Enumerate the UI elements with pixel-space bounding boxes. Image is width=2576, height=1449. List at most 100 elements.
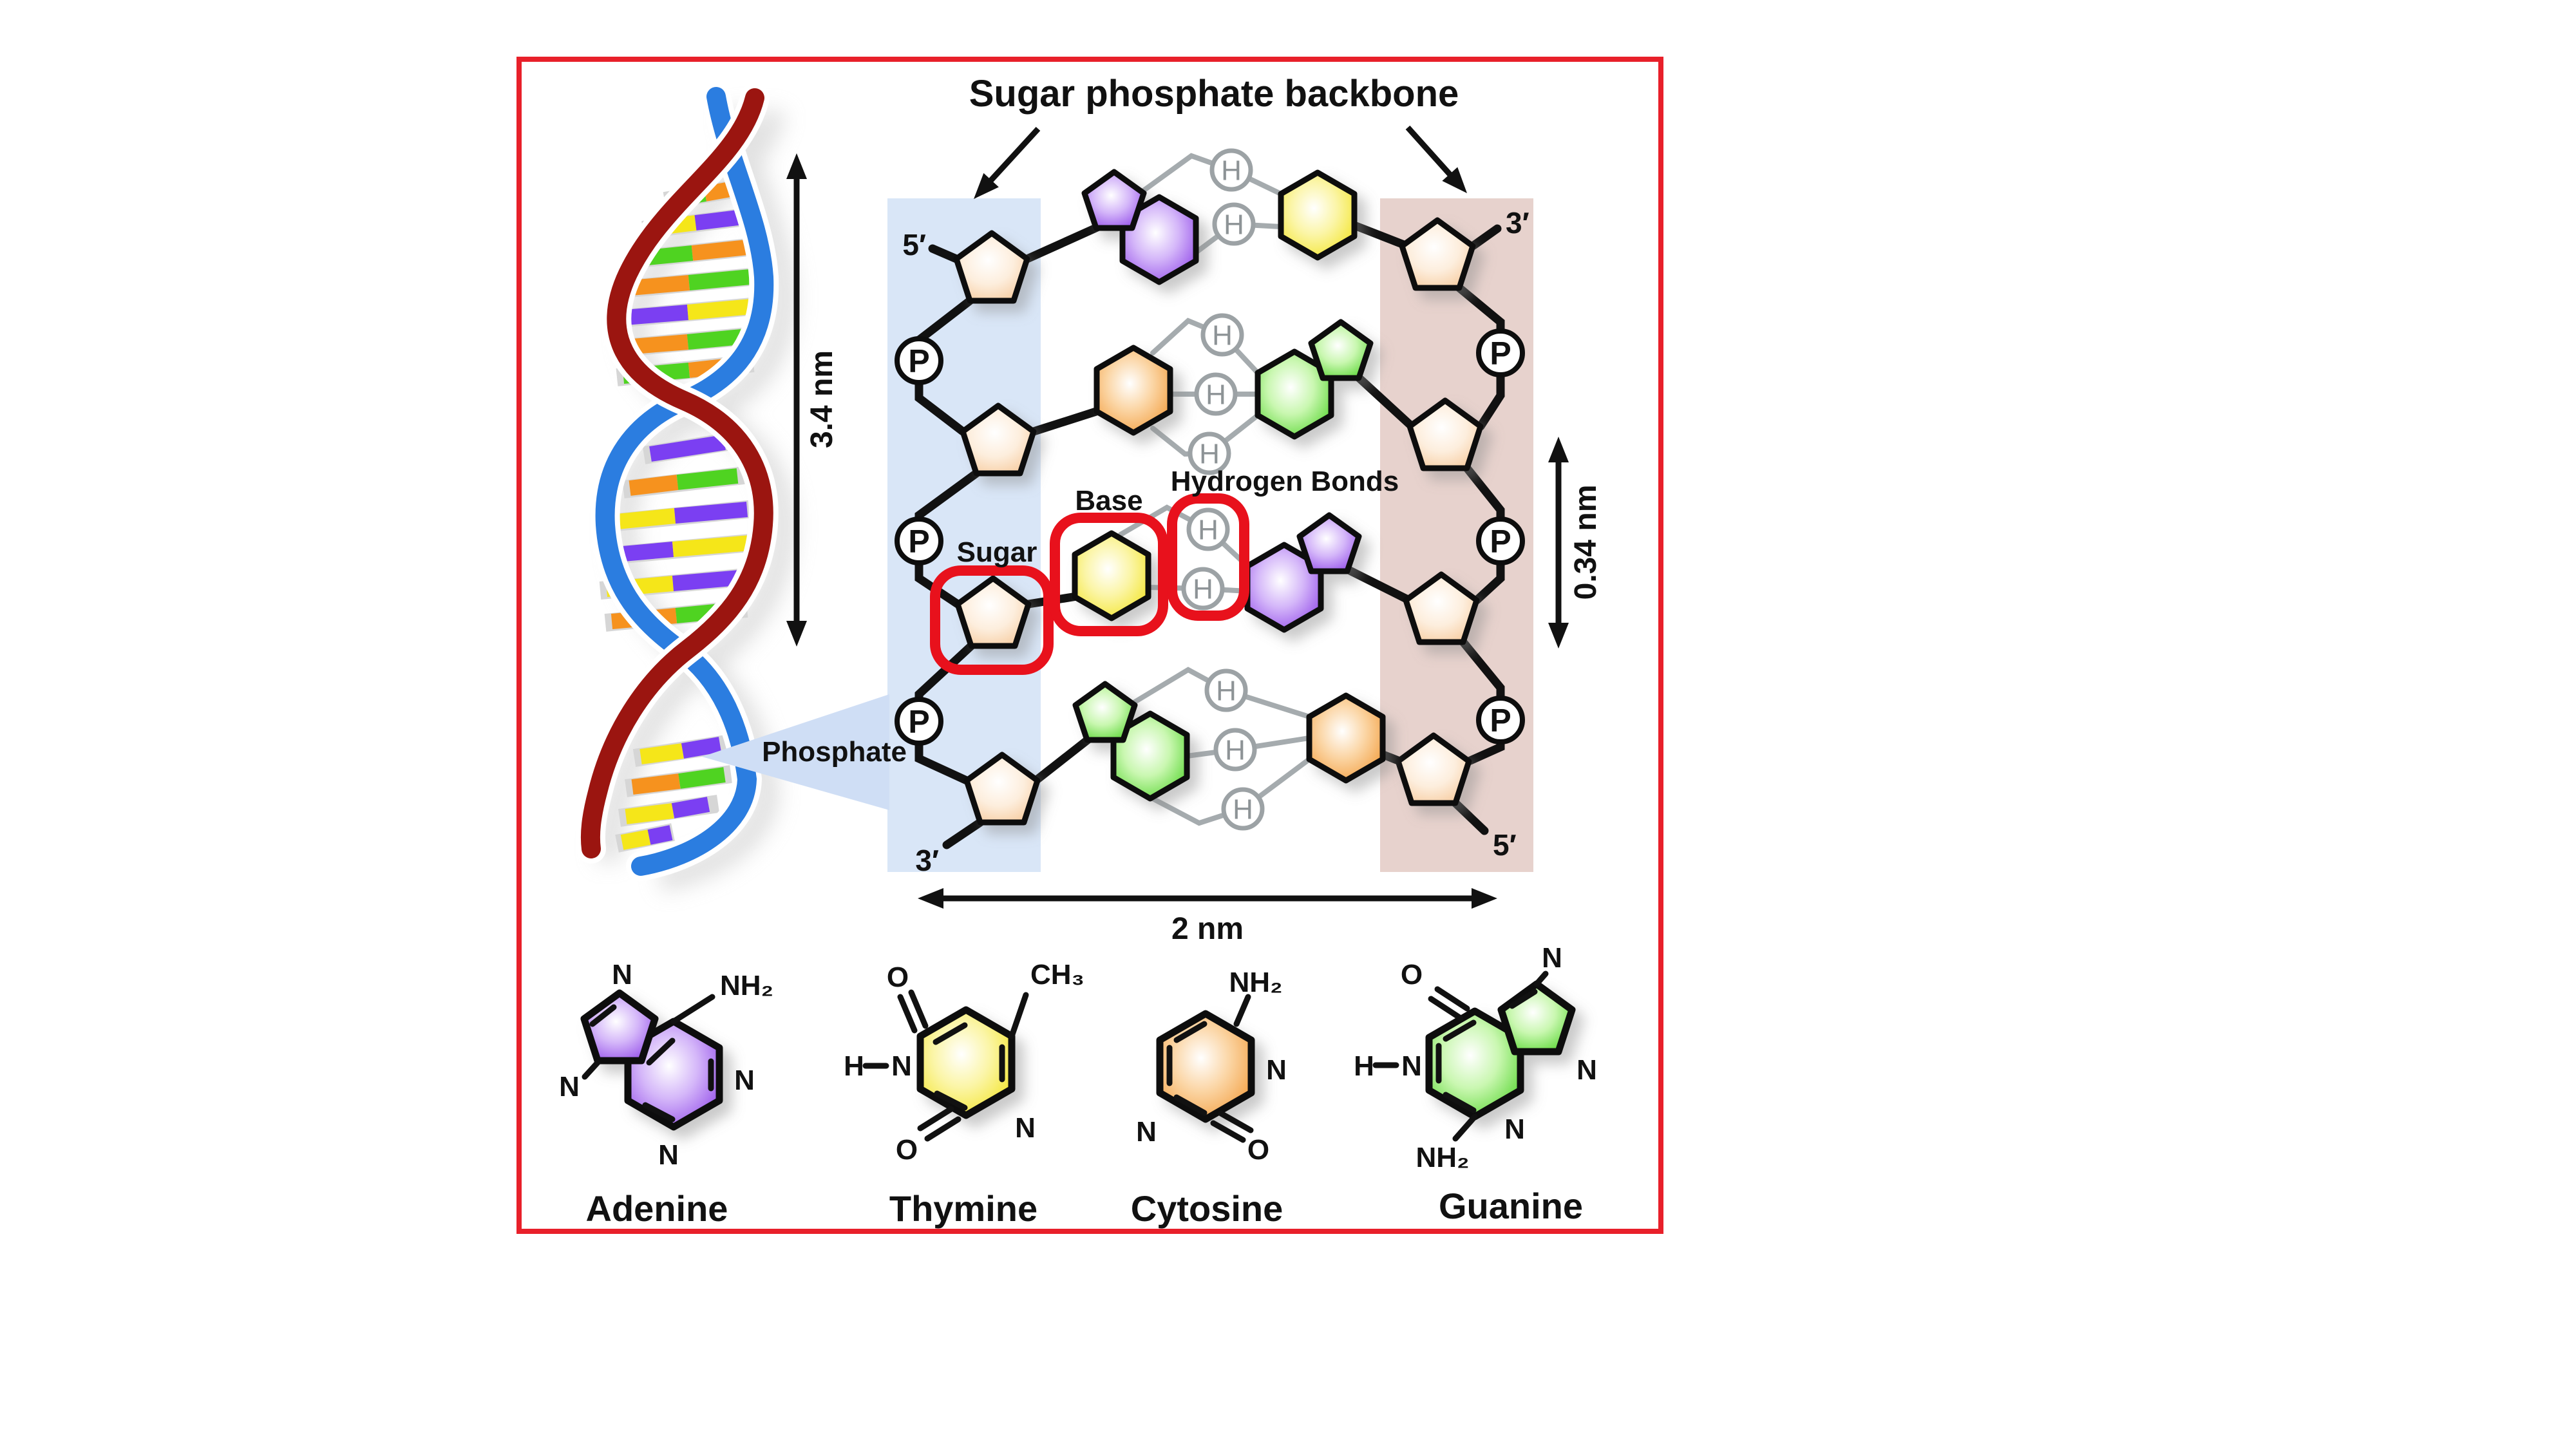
cytosine-n-right: N	[1266, 1054, 1287, 1086]
h-label: H	[1198, 514, 1218, 545]
phosphate-atoms: P P P P P P	[895, 328, 1525, 746]
phosphate-callout-wedge	[702, 694, 889, 810]
sugar-left-2	[960, 402, 1037, 477]
thymine-bonds	[862, 989, 1029, 1142]
cytosine-ring	[1156, 1010, 1255, 1123]
adenine-n-bottom: N	[658, 1139, 679, 1171]
h-label: H	[1221, 155, 1242, 186]
p-circle: P	[1476, 516, 1525, 565]
h-label: H	[1193, 573, 1213, 605]
thymine-methyl: CH₃	[1030, 959, 1084, 990]
sugar-right-4	[1395, 732, 1472, 806]
arrowhead-down	[1548, 623, 1569, 649]
rung-3-thymine-adenine	[1072, 512, 1362, 633]
diameter-measure: 2 nm	[918, 888, 1497, 946]
molecule-adenine: N NH₂ N N N Adenine	[559, 959, 773, 1229]
thymine-hexagon	[1278, 169, 1358, 261]
h-label: H	[1206, 379, 1226, 410]
h-circle: H	[1213, 728, 1257, 772]
adenine-pentagon	[1296, 512, 1362, 574]
base-spacing-label: 0.34 nm	[1569, 485, 1603, 600]
dna-double-helix	[575, 82, 797, 892]
sugar-left-1	[953, 230, 1030, 304]
arrowhead-down	[786, 621, 807, 647]
adenine-n-top: N	[612, 959, 632, 990]
hydrogen-bonds-highlight-box	[1167, 493, 1249, 621]
cytosine-bonds	[1166, 994, 1254, 1143]
right-bottom-end-label: 5′	[1493, 828, 1517, 862]
guanine-amino: NH₂	[1416, 1142, 1469, 1173]
hydrogen-bond-atoms: H H H H H H H H H H	[1181, 148, 1265, 831]
helix-turn-measure: 3.4 nm	[786, 153, 839, 647]
p-label: P	[1490, 336, 1511, 372]
h-circle: H	[1204, 668, 1248, 712]
sugar-pentagons	[953, 217, 1484, 826]
title-arrow-left	[974, 173, 999, 199]
helix-turn-label: 3.4 nm	[805, 350, 839, 448]
p-label: P	[1490, 524, 1511, 560]
arrowhead-up	[786, 153, 807, 179]
adenine-bonds	[582, 994, 715, 1122]
thymine-o-bottom: O	[896, 1134, 918, 1166]
guanine-h-left: H	[1354, 1050, 1374, 1082]
cytosine-hexagon	[1094, 345, 1173, 436]
h-label: H	[1225, 734, 1245, 766]
red-strand	[580, 88, 773, 858]
blue-strand	[595, 87, 774, 876]
p-label: P	[908, 524, 929, 560]
thymine-n-bottom: N	[1015, 1112, 1036, 1144]
backbone-title: Sugar phosphate backbone	[969, 73, 1467, 199]
h-circle: H	[1212, 202, 1256, 246]
arrowhead-up	[1548, 437, 1569, 462]
cytosine-amino: NH₂	[1229, 967, 1282, 998]
p-circle: P	[895, 336, 943, 385]
h-circle: H	[1186, 507, 1230, 551]
p-circle: P	[895, 697, 943, 746]
h-circle: H	[1194, 372, 1238, 416]
thymine-name: Thymine	[889, 1188, 1037, 1229]
guanine-n-left: N	[1401, 1050, 1422, 1082]
h-label: H	[1212, 319, 1233, 351]
h-label: H	[1233, 793, 1253, 825]
sugar-label: Sugar	[957, 536, 1037, 568]
p-circle: P	[1476, 328, 1525, 377]
guanine-pentagon	[1072, 681, 1138, 743]
guanine-bonds	[1372, 971, 1549, 1142]
left-top-end-label: 5′	[902, 228, 926, 261]
h-circle: H	[1188, 431, 1231, 475]
sugar-right-3	[1403, 571, 1480, 645]
cytosine-n-bottom-left: N	[1136, 1116, 1157, 1148]
h-label: H	[1199, 438, 1220, 469]
sugar-right-2	[1406, 397, 1484, 471]
adenine-n-left: N	[559, 1071, 580, 1103]
molecule-cytosine: NH₂ N N O Cytosine	[1131, 967, 1287, 1229]
thymine-hexagon	[1072, 530, 1151, 621]
adenine-name: Adenine	[586, 1188, 728, 1229]
h-circle: H	[1221, 787, 1265, 831]
p-label: P	[1490, 703, 1511, 739]
rung-2-cytosine-guanine	[1094, 319, 1374, 440]
cytosine-hexagon	[1156, 1010, 1255, 1123]
arrowhead-left	[918, 888, 943, 909]
right-top-end-label: 3′	[1506, 206, 1530, 240]
rung-4-guanine-cytosine	[1072, 681, 1386, 802]
base-label: Base	[1075, 485, 1142, 516]
phosphate-label: Phosphate	[762, 736, 907, 768]
h-circle: H	[1209, 148, 1253, 192]
guanine-n-bottom: N	[1504, 1113, 1525, 1145]
arrowhead-right	[1472, 888, 1497, 909]
base-highlight-box	[1050, 513, 1168, 636]
base-spacing-measure: 0.34 nm	[1548, 437, 1603, 649]
sugar-left-4	[963, 752, 1041, 826]
adenine-amino: NH₂	[720, 970, 773, 1001]
h-circle: H	[1181, 567, 1225, 611]
p-circle: P	[895, 516, 943, 565]
thymine-n-left: N	[891, 1050, 912, 1082]
adenine-pentagon	[1081, 169, 1147, 231]
sugar-right-1	[1399, 217, 1476, 291]
cytosine-o-bottom: O	[1247, 1134, 1269, 1166]
dna-ladder: Sugar phosphate backbone	[702, 73, 1603, 946]
guanine-name: Guanine	[1439, 1186, 1583, 1226]
